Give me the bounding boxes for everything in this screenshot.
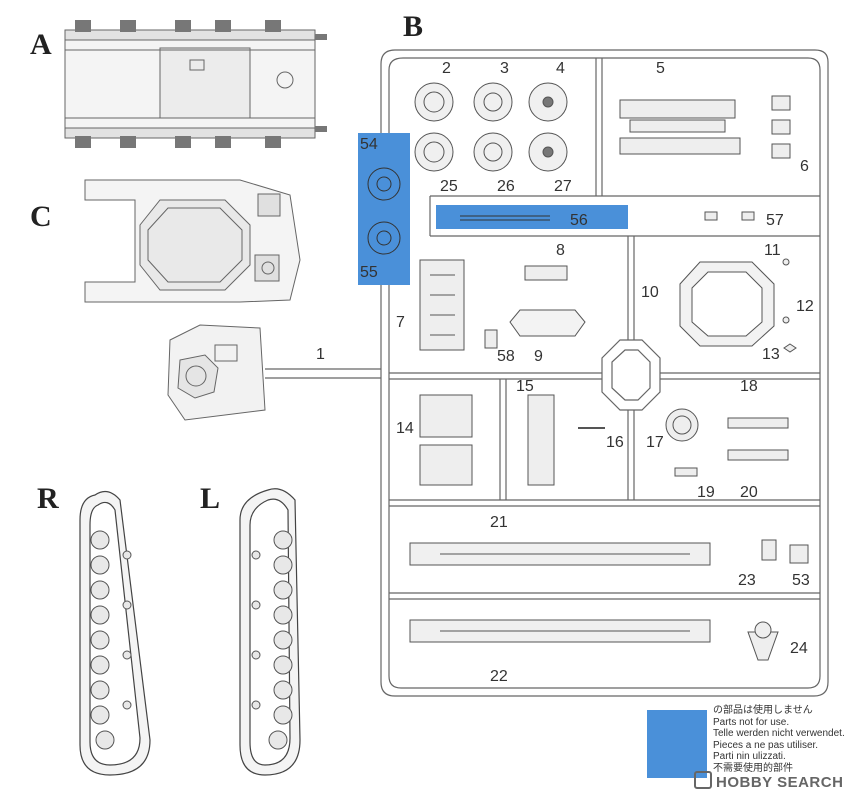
watermark: HOBBY SEARCH xyxy=(694,771,843,791)
label-l: L xyxy=(200,482,221,515)
track-r-wheels xyxy=(90,530,132,750)
part-14 xyxy=(419,394,473,486)
part-57 xyxy=(704,211,755,221)
part-24 xyxy=(747,621,779,661)
part-6 xyxy=(771,95,791,159)
part-19 xyxy=(674,467,698,477)
part-number-58: 58 xyxy=(497,348,515,365)
sprue-frame-b xyxy=(265,49,829,697)
part-number-25: 25 xyxy=(440,178,458,195)
track-r xyxy=(79,490,151,776)
part-number-24: 24 xyxy=(790,640,808,657)
part-58 xyxy=(484,329,498,349)
part-number-16: 16 xyxy=(606,434,624,451)
part-number-22: 22 xyxy=(490,668,508,685)
label-a: A xyxy=(30,28,52,61)
part-5-assembly xyxy=(619,99,741,155)
legend-text: の部品は使用しません Parts not for use. Telle werd… xyxy=(713,705,845,775)
part-number-3: 3 xyxy=(500,60,509,77)
part-number-5: 5 xyxy=(656,60,665,77)
part-number-2: 2 xyxy=(442,60,451,77)
part-number-10: 10 xyxy=(641,284,659,301)
unused-wheels-54-55 xyxy=(367,167,401,255)
part-7 xyxy=(419,259,465,351)
part-number-57: 57 xyxy=(766,212,784,229)
part-number-12: 12 xyxy=(796,298,814,315)
part-number-56: 56 xyxy=(570,212,588,229)
part-number-19: 19 xyxy=(697,484,715,501)
part-10 xyxy=(679,261,775,347)
part-number-55: 55 xyxy=(360,264,378,281)
part-number-13: 13 xyxy=(762,346,780,363)
part-turret xyxy=(167,324,266,421)
legend-line-it: Parti nin ulizzati. xyxy=(713,751,786,763)
part-15 xyxy=(527,394,555,486)
part-number-8: 8 xyxy=(556,242,565,259)
part-number-7: 7 xyxy=(396,314,405,331)
part-a-hull-bottom xyxy=(64,20,327,148)
parts-23-53 xyxy=(761,539,809,564)
part-number-1: 1 xyxy=(316,346,325,363)
part-56-track-link xyxy=(460,215,550,221)
parts-18-20 xyxy=(727,417,789,461)
part-number-23: 23 xyxy=(738,572,756,589)
label-r: R xyxy=(37,482,59,515)
unused-highlight-54-55 xyxy=(358,133,410,285)
part-8 xyxy=(524,265,568,281)
parts-11-12-13 xyxy=(782,258,797,353)
part-number-53: 53 xyxy=(792,572,810,589)
legend-line-de: Telle werden nicht verwendet. xyxy=(713,728,845,740)
part-9 xyxy=(509,309,586,337)
part-number-21: 21 xyxy=(490,514,508,531)
label-c: C xyxy=(30,200,52,233)
legend-unused-swatch xyxy=(647,710,707,778)
part-22 xyxy=(409,619,711,643)
part-c-hull-upper xyxy=(84,179,301,303)
legend-line-en: Parts not for use. xyxy=(713,716,790,728)
unused-highlight-56 xyxy=(436,205,628,229)
part-number-9: 9 xyxy=(534,348,543,365)
part-number-11: 11 xyxy=(764,242,781,259)
part-number-20: 20 xyxy=(740,484,758,501)
legend-line-fr: Pieces a ne pas utiliser. xyxy=(713,739,819,751)
part-number-27: 27 xyxy=(554,178,572,195)
track-l-wheels xyxy=(251,530,293,750)
part-number-15: 15 xyxy=(516,378,534,395)
hobby-search-logo-icon xyxy=(694,771,712,789)
part-number-18: 18 xyxy=(740,378,758,395)
part-number-26: 26 xyxy=(497,178,515,195)
part-number-17: 17 xyxy=(646,434,664,451)
label-b: B xyxy=(403,10,424,43)
part-number-54: 54 xyxy=(360,136,378,153)
part-17 xyxy=(665,408,699,442)
watermark-text: HOBBY SEARCH xyxy=(716,774,844,791)
part-21 xyxy=(409,542,711,566)
part-number-14: 14 xyxy=(396,420,414,437)
part-number-6: 6 xyxy=(800,158,809,175)
road-wheels-group xyxy=(414,82,568,172)
part-number-4: 4 xyxy=(556,60,565,77)
legend-line-zh: 不需要使用的部件 xyxy=(713,762,793,774)
legend-line-ja: の部品は使用しません xyxy=(713,705,813,716)
track-l xyxy=(239,488,301,776)
